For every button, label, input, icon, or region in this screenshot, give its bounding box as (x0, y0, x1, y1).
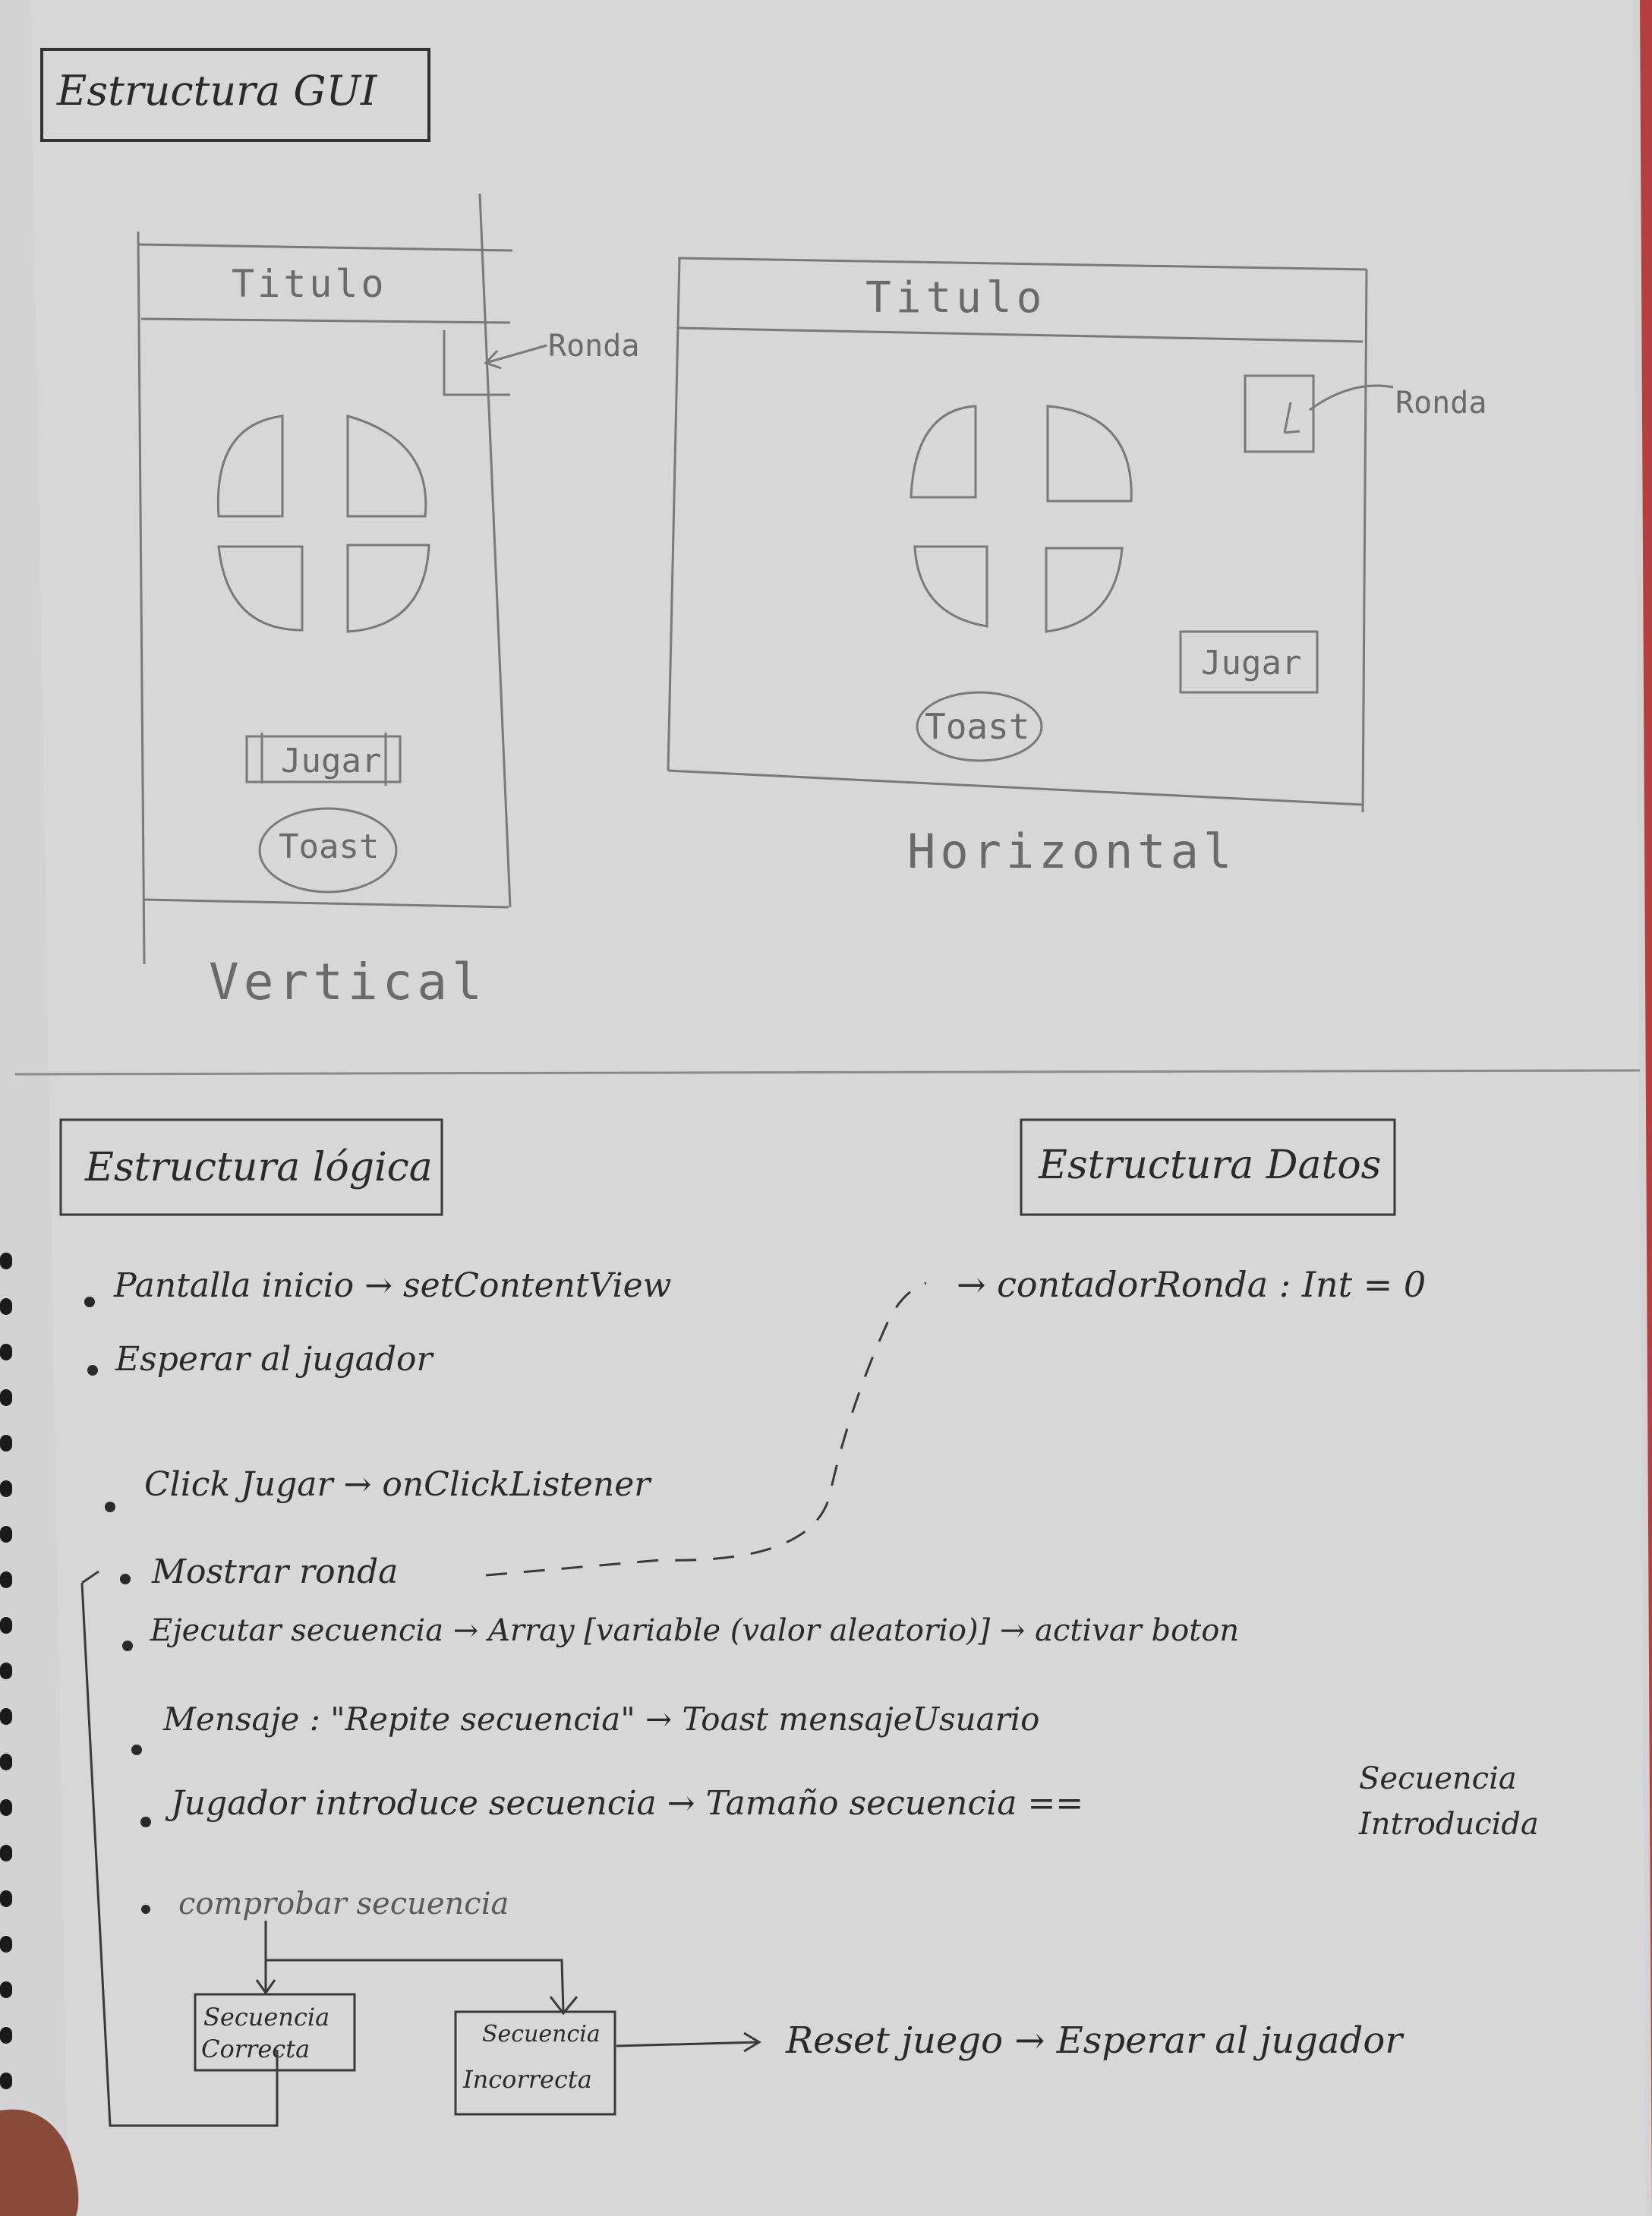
vertical-toast-label: Toast (279, 827, 380, 866)
data-section-title: Estructura Datos (1039, 1143, 1382, 1188)
correct-box-line1: Secuencia (203, 2003, 330, 2032)
horizontal-title-label: Titulo (865, 273, 1047, 323)
logic-step: Mensaje : "Repite secuencia" → Toast men… (163, 1701, 1040, 1738)
logic-section-title: Estructura lógica (85, 1145, 433, 1190)
vertical-round-label: Ronda (548, 329, 640, 364)
horizontal-caption: Horizontal (907, 824, 1237, 879)
logic-step: Jugador introduce secuencia → Tamaño sec… (171, 1784, 1084, 1823)
vertical-caption: Vertical (209, 953, 487, 1011)
logic-comparison-line2: Introducida (1359, 1807, 1539, 1842)
logic-step: Ejecutar secuencia → Array [variable (va… (150, 1613, 1240, 1648)
after-incorrect: Reset juego → Esperar al jugador (786, 2019, 1403, 2062)
logic-step: Click Jugar → onClickListener (144, 1465, 651, 1504)
logic-comparison-line1: Secuencia (1359, 1761, 1517, 1796)
incorrect-box-line2: Incorrecta (463, 2065, 592, 2094)
horizontal-round-label: Ronda (1395, 386, 1487, 421)
vertical-play-button: Jugar (281, 742, 382, 780)
gui-section-title: Estructura GUI (57, 67, 377, 115)
incorrect-box-line1: Secuencia (482, 2021, 601, 2047)
data-counter: → contadorRonda : Int = 0 (957, 1264, 1427, 1305)
logic-step: Mostrar ronda (152, 1552, 399, 1591)
logic-step: comprobar secuencia (178, 1887, 509, 1921)
correct-box-line2: Correcta (201, 2035, 311, 2063)
logic-step: Esperar al jugador (115, 1340, 433, 1379)
vertical-title-label: Titulo (232, 262, 387, 306)
horizontal-play-button: Jugar (1201, 644, 1302, 682)
spiral-binding (0, 1253, 12, 2089)
logic-step: Pantalla inicio → setContentView (114, 1266, 672, 1305)
horizontal-toast-label: Toast (925, 706, 1030, 747)
